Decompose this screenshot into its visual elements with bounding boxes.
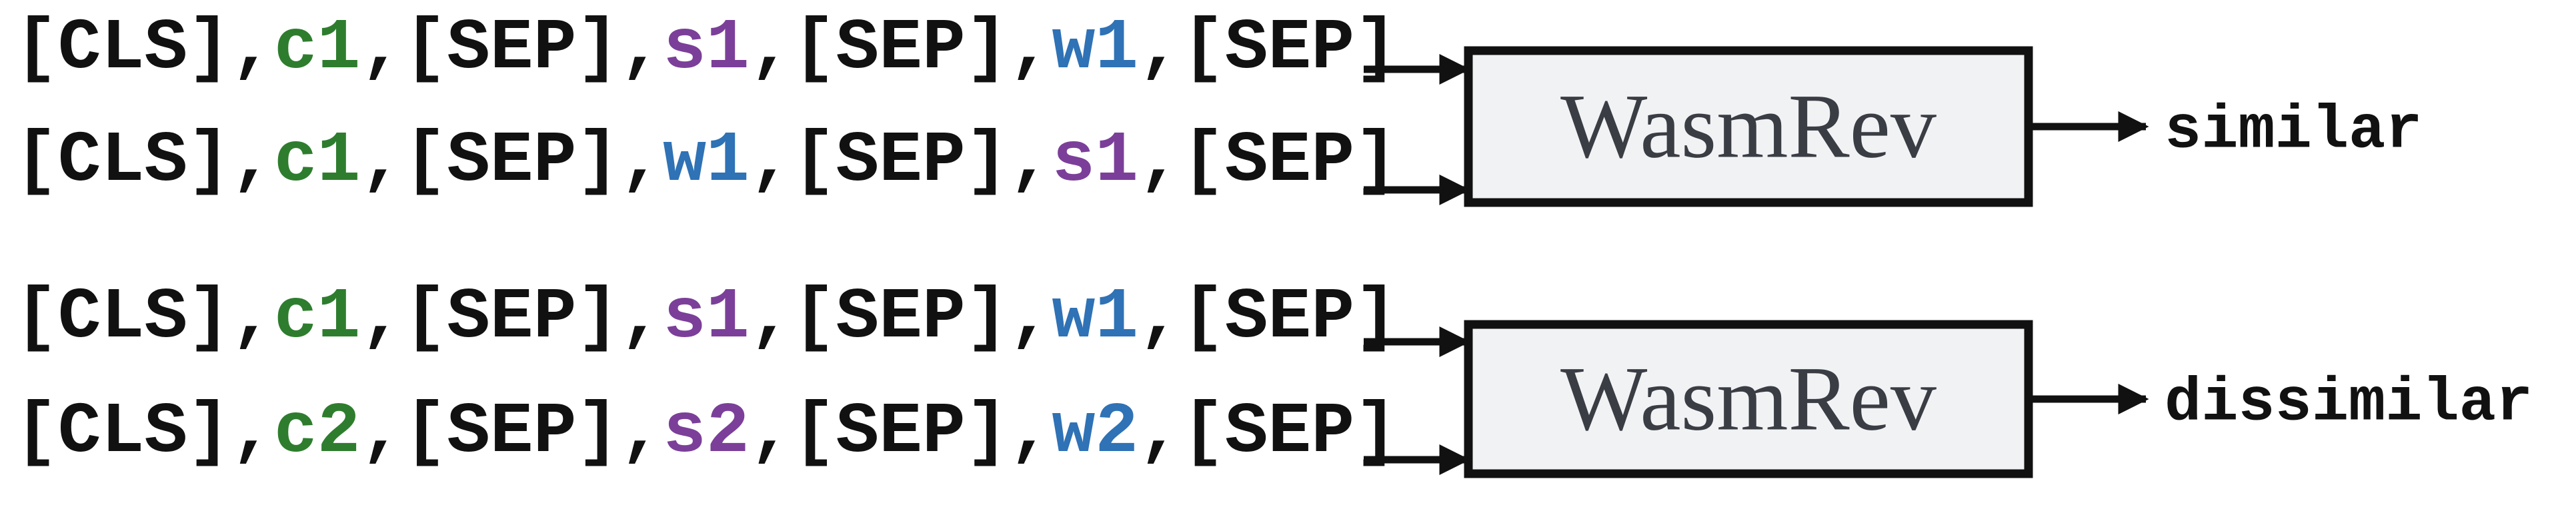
input-sequence-1-1: [CLS],c1,[SEP],s1,[SEP],w1,[SEP]	[15, 8, 1398, 89]
sequence-token: ,	[361, 8, 404, 89]
sequence-token: [SEP]	[403, 392, 619, 473]
sequence-token: ,	[1138, 121, 1182, 202]
model-label-1: WasmRev	[1560, 75, 1937, 177]
sequence-token: [SEP]	[793, 392, 1009, 473]
sequence-token: [CLS]	[15, 392, 231, 473]
sequence-token: [SEP]	[793, 121, 1009, 202]
output-label-2: dissimilar	[2165, 368, 2533, 438]
sequence-token: [SEP]	[403, 8, 619, 89]
input-sequence-1-2: [CLS],c1,[SEP],w1,[SEP],s1,[SEP]	[15, 121, 1398, 202]
model-box-2	[1464, 320, 2033, 478]
sequence-token: [SEP]	[403, 121, 619, 202]
groups-layer: [CLS],c1,[SEP],s1,[SEP],w1,[SEP][CLS],c1…	[15, 8, 2533, 478]
sequence-token: ,	[231, 392, 274, 473]
sequence-token: ,	[750, 121, 793, 202]
sequence-token: ,	[750, 277, 793, 358]
sequence-token: ,	[619, 277, 663, 358]
output-label-1: similar	[2165, 95, 2422, 165]
sequence-token: [CLS]	[15, 277, 231, 358]
sequence-token: ,	[231, 277, 274, 358]
sequence-token: ,	[361, 121, 404, 202]
pair-group-2: [CLS],c1,[SEP],s1,[SEP],w1,[SEP][CLS],c2…	[15, 277, 2533, 478]
sequence-token: ,	[361, 392, 404, 473]
sequence-token: ,	[1009, 392, 1052, 473]
sequence-token: ,	[1138, 277, 1182, 358]
sequence-token-w: w2	[1052, 392, 1139, 473]
sequence-token: [CLS]	[15, 8, 231, 89]
input-sequence-2-1: [CLS],c1,[SEP],s1,[SEP],w1,[SEP]	[15, 277, 1398, 358]
sequence-token: [SEP]	[1182, 121, 1398, 202]
sequence-token: [SEP]	[1182, 392, 1398, 473]
sequence-token: ,	[1138, 392, 1182, 473]
sequence-token-s: s1	[1052, 121, 1139, 202]
model-label-2: WasmRev	[1560, 348, 1937, 450]
sequence-token: ,	[1138, 8, 1182, 89]
sequence-token: ,	[750, 8, 793, 89]
sequence-token-w: w1	[663, 121, 750, 202]
sequence-token: ,	[1009, 8, 1052, 89]
sequence-token: ,	[750, 392, 793, 473]
sequence-token-c: c1	[274, 8, 361, 89]
sequence-token-c: c1	[274, 121, 361, 202]
sequence-token: ,	[1009, 277, 1052, 358]
sequence-token: [SEP]	[403, 277, 619, 358]
sequence-token: ,	[231, 121, 274, 202]
sequence-token: ,	[361, 277, 404, 358]
sequence-token-w: w1	[1052, 277, 1139, 358]
pair-group-1: [CLS],c1,[SEP],s1,[SEP],w1,[SEP][CLS],c1…	[15, 8, 2422, 207]
sequence-token-c: c1	[274, 277, 361, 358]
sequence-token-s: s1	[663, 277, 750, 358]
sequence-token: [SEP]	[1182, 8, 1398, 89]
sequence-token: [SEP]	[793, 277, 1009, 358]
sequence-token: [SEP]	[793, 8, 1009, 89]
sequence-token: [SEP]	[1182, 277, 1398, 358]
sequence-token: ,	[231, 8, 274, 89]
sequence-token-w: w1	[1052, 8, 1139, 89]
sequence-token-c: c2	[274, 392, 361, 473]
input-sequence-2-2: [CLS],c2,[SEP],s2,[SEP],w2,[SEP]	[15, 392, 1398, 473]
sequence-token: ,	[619, 8, 663, 89]
sequence-token-s: s2	[663, 392, 750, 473]
sequence-token: ,	[619, 392, 663, 473]
sequence-token: [CLS]	[15, 121, 231, 202]
sequence-token: ,	[619, 121, 663, 202]
sequence-token-s: s1	[663, 8, 750, 89]
sequence-token: ,	[1009, 121, 1052, 202]
